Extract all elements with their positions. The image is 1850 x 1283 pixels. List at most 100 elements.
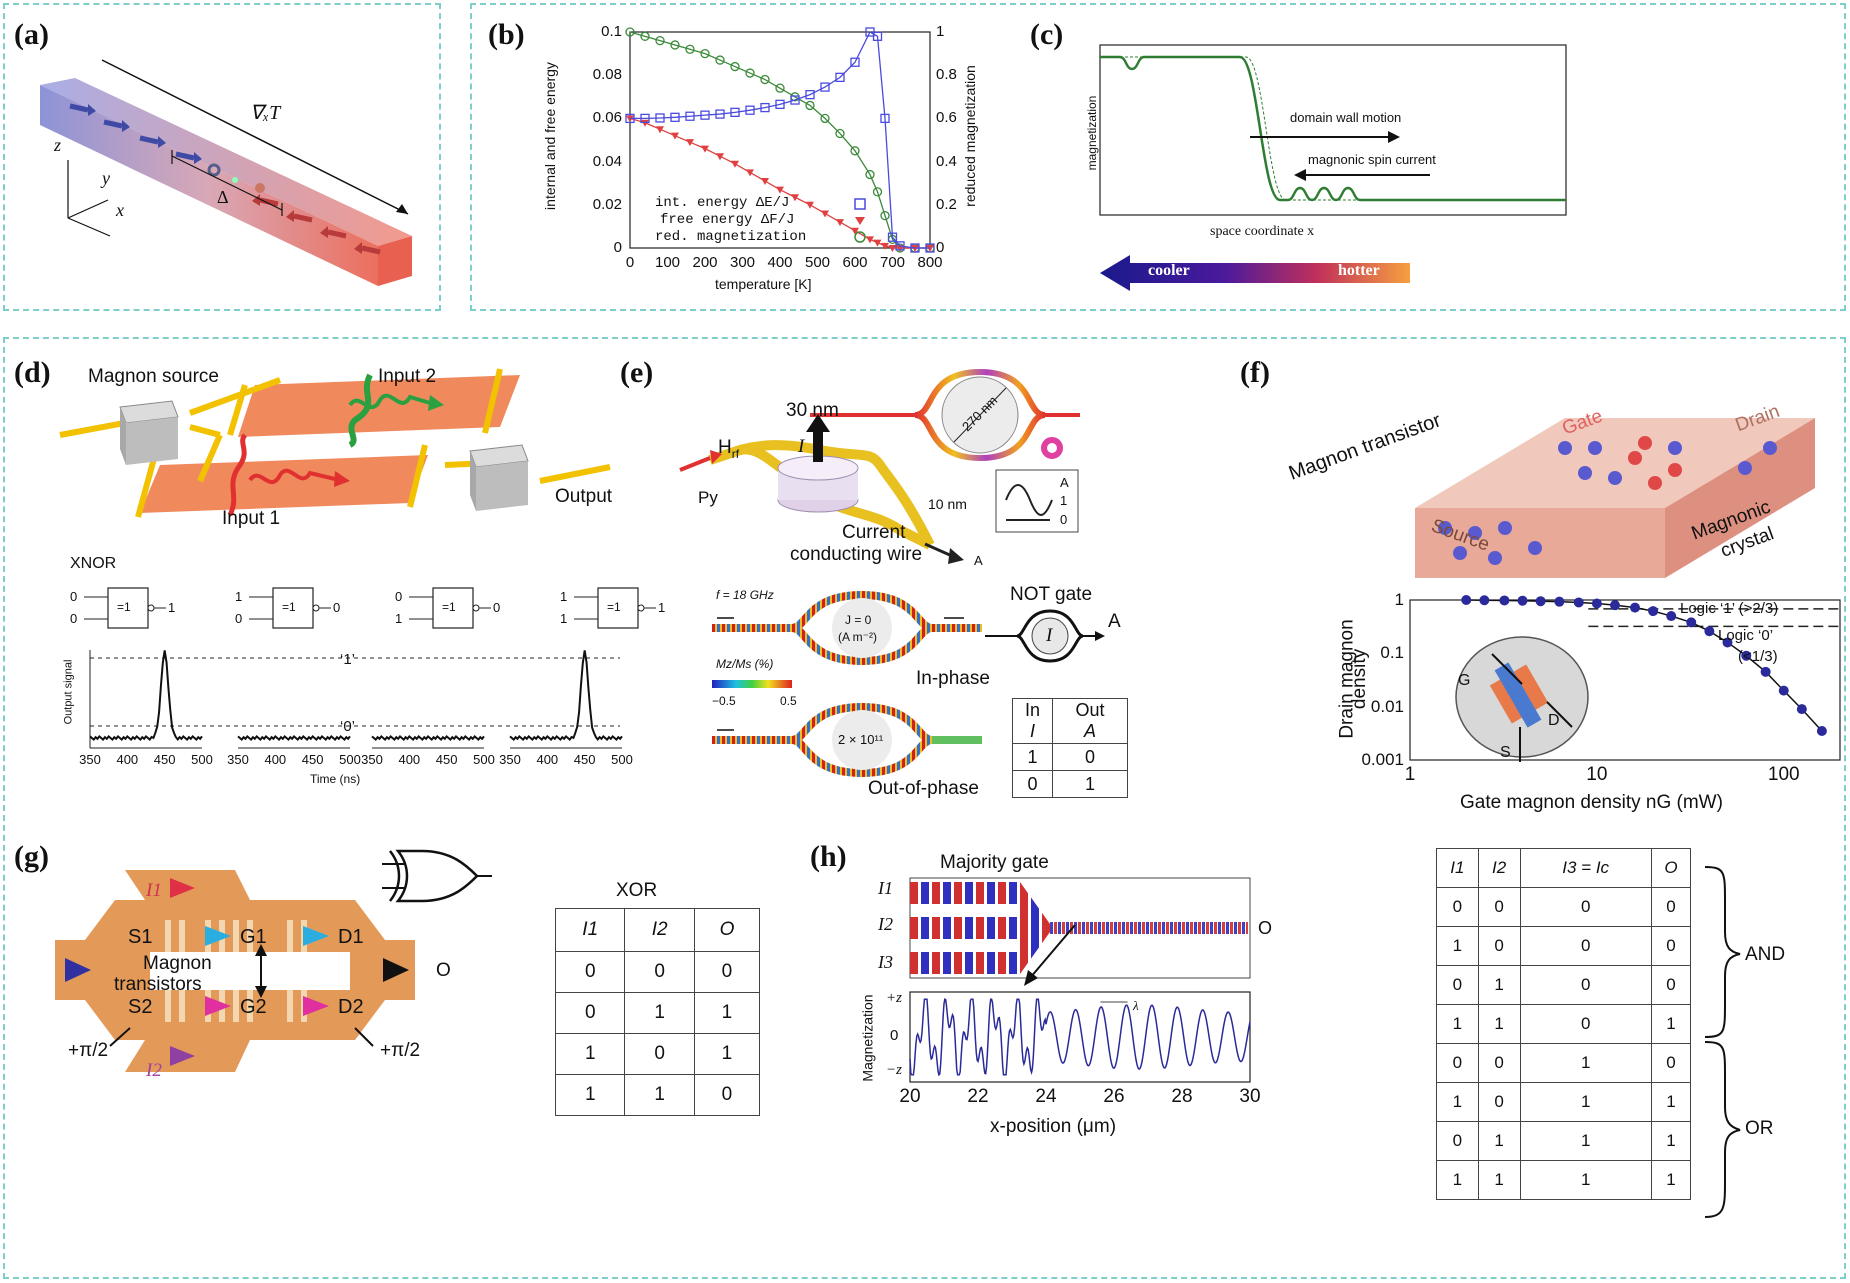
chart-d-xtick: 350 — [79, 752, 101, 767]
xnor-output: 1 — [658, 600, 666, 615]
internal-energy-point — [640, 113, 650, 124]
xnor-title: XNOR — [70, 555, 117, 572]
internal-energy-point — [820, 82, 830, 92]
logic-0-label-a: Logic ‘0’ — [1718, 627, 1774, 644]
majority-table-cell: 1 — [1436, 1082, 1479, 1122]
chart-d-xtick: 500 — [473, 752, 495, 767]
inset-g-label: G — [1458, 672, 1471, 689]
inset-d-label: D — [1548, 712, 1560, 729]
not-table-cell: 0 — [1052, 743, 1128, 771]
magnetization-point — [640, 31, 650, 41]
legend-a-label: A — [1060, 475, 1069, 490]
majority-table-cell: 0 — [1436, 887, 1479, 927]
chart-b-ytick-left: 0.04 — [592, 152, 622, 170]
xor-table-cell: 0 — [554, 992, 626, 1034]
chart-b-xtick: 100 — [654, 254, 681, 271]
chart-h-xtick: 30 — [1239, 1086, 1261, 1107]
free-energy-point — [881, 242, 889, 250]
xor-gate-symbol — [382, 849, 492, 903]
not-table-cell: 1 — [1052, 770, 1128, 798]
drain-density-point — [1499, 595, 1510, 606]
internal-energy-point — [655, 113, 665, 123]
chart-h-xtick: 20 — [899, 1086, 921, 1107]
xnor-output: 0 — [493, 600, 501, 615]
magnetization-point — [670, 40, 680, 50]
xor-table-cell: 0 — [624, 1033, 695, 1075]
majority-table-cell: 1 — [1436, 1160, 1479, 1200]
chart-f-ytick: 0.1 — [1380, 643, 1404, 663]
panel-bc-frame — [470, 3, 1846, 311]
drain-density-point — [1609, 600, 1620, 611]
panel-lower-frame — [3, 337, 1846, 1279]
scale-min-label: −0.5 — [712, 694, 736, 708]
maj-i1-label: I1 — [878, 878, 893, 898]
majority-table-cell: 1 — [1477, 965, 1521, 1005]
xnor-input-a: 1 — [560, 589, 568, 604]
chart-d-xtick: 400 — [398, 752, 421, 767]
chart-h-xtick: 26 — [1103, 1086, 1125, 1107]
chart-b-xtick: 500 — [804, 254, 831, 271]
chart-f-ylabel-2: density — [1349, 648, 1371, 710]
chart-d-xtick: 500 — [611, 752, 633, 767]
xnor-input-a: 0 — [70, 589, 78, 604]
xor-table-cell: 0 — [554, 951, 626, 993]
internal-energy-point — [670, 112, 680, 122]
xnor-gate-label: =1 — [282, 600, 296, 614]
free-energy-point — [701, 145, 709, 153]
g2-label: G2 — [240, 996, 267, 1018]
xnor-output-signal-chart — [89, 650, 623, 749]
not-gate-title: NOT gate — [1010, 584, 1093, 605]
xnor-gate-symbol — [574, 587, 656, 629]
majority-table-cell: 0 — [1477, 887, 1521, 927]
xor-i1-label: I1 — [146, 880, 162, 901]
internal-energy-point — [700, 110, 710, 120]
g1-label: G1 — [240, 926, 267, 948]
internal-energy-point — [715, 109, 725, 119]
chart-b-ytick-right: 1 — [936, 23, 945, 40]
internal-energy-point — [835, 72, 845, 83]
hotter-label: hotter — [1338, 262, 1380, 279]
chart-h-ylabel: Magnetization — [859, 994, 876, 1082]
chart-f-xtick: 100 — [1767, 764, 1800, 785]
panel-c-label: (c) — [1030, 18, 1064, 51]
free-energy-point — [836, 219, 844, 227]
panel-d-label: (d) — [14, 356, 51, 389]
magnetization-point — [865, 169, 875, 180]
majority-table-cell: 0 — [1436, 1121, 1479, 1161]
chart-h-y-mid: 0 — [890, 1027, 899, 1044]
majority-table-cell: 0 — [1650, 965, 1692, 1005]
chart-b-ytick-right: 0.4 — [936, 152, 957, 170]
py-label: Py — [698, 488, 718, 507]
not-table-cell: 1 — [1012, 743, 1053, 771]
majority-table-cell: 0 — [1477, 1082, 1521, 1122]
xor-magnon-transistor-diagram — [55, 870, 415, 1072]
chart-b-xtick: 800 — [917, 254, 943, 271]
magnetization-point — [820, 113, 830, 124]
internal-energy-line — [630, 31, 930, 249]
xnor-input-b: 0 — [235, 611, 243, 626]
chart-b-xtick: 200 — [692, 254, 718, 271]
chart-b-legend-3: red. magnetization — [655, 229, 807, 245]
xnor-signal-trace — [509, 650, 623, 742]
xor-table-cell: 1 — [554, 1033, 626, 1075]
chart-b-ylabel-right: reduced magnetization — [962, 65, 978, 207]
xnor-gate-label: =1 — [442, 600, 456, 614]
xnor-input-b: 1 — [560, 611, 568, 626]
internal-energy-point — [887, 232, 898, 242]
majority-gate-title: Majority gate — [940, 852, 1049, 873]
majority-table-cell: 0 — [1477, 926, 1521, 966]
xnor-gate-symbol — [249, 587, 331, 629]
delta-label: Δ — [217, 187, 229, 207]
chart-c-xlabel: space coordinate x — [1210, 224, 1315, 239]
internal-energy-point — [625, 113, 635, 124]
mz-label: Mz/Ms (%) — [716, 657, 774, 671]
energy-magnetization-chart — [625, 27, 935, 253]
internal-energy-point — [880, 113, 890, 124]
not-gate-device-diagram — [679, 368, 1080, 564]
majority-table-cell: 1 — [1436, 926, 1479, 966]
majority-pointer-arrow — [1024, 924, 1076, 986]
majority-table-cell: 1 — [1650, 1004, 1692, 1044]
drain-density-point — [1630, 602, 1641, 613]
out-of-phase-label: Out-of-phase — [868, 778, 979, 799]
wire-label-2: conducting wire — [790, 544, 923, 565]
